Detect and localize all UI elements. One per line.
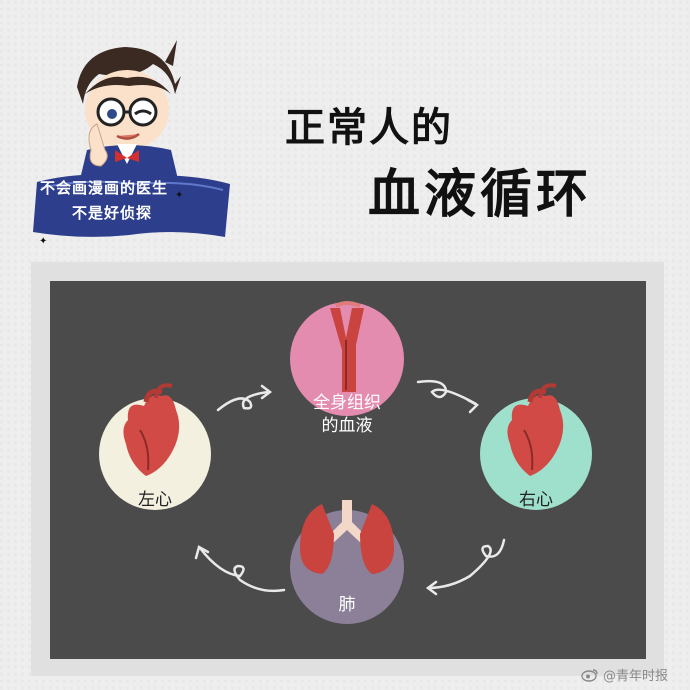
banner-text-line2: 不是好侦探 [72,204,153,222]
arrow-lung-to-left [198,546,286,593]
weibo-icon [581,668,598,682]
arrow-left-to-tissue-head [260,384,273,400]
flow-arrows [194,379,506,596]
title-line2: 血液循环 [368,165,593,225]
heart-icon-left [123,383,180,476]
arrow-tissue-to-right-head [466,398,480,414]
title-line1: 正常人的 [285,105,453,151]
tissue-label-line1: 全身组织 [313,393,381,413]
arrow-tissue-to-right [416,379,478,406]
heart-icon-right [507,383,564,476]
tissue-label-line2: 的血液 [321,416,373,436]
left-heart-label: 左心 [138,490,172,510]
right-heart-label: 右心 [519,490,553,510]
detective-mascot: ✦ ✦ [33,40,230,247]
lungs-icon [300,500,394,574]
arrow-right-to-lung-head [425,580,438,596]
arrow-left-to-tissue [216,390,270,412]
svg-text:✦: ✦ [39,236,47,247]
arrow-right-to-lung [426,538,506,590]
watermark-text: @青年时报 [602,669,668,684]
lung-label: 肺 [338,595,356,615]
watermark: @青年时报 [581,665,668,684]
arrow-lung-to-left-head [194,545,210,560]
blood-vessel-icon [330,301,364,392]
svg-text:✦: ✦ [175,190,183,201]
banner-text-line1: 不会画漫画的医生 [40,179,169,197]
